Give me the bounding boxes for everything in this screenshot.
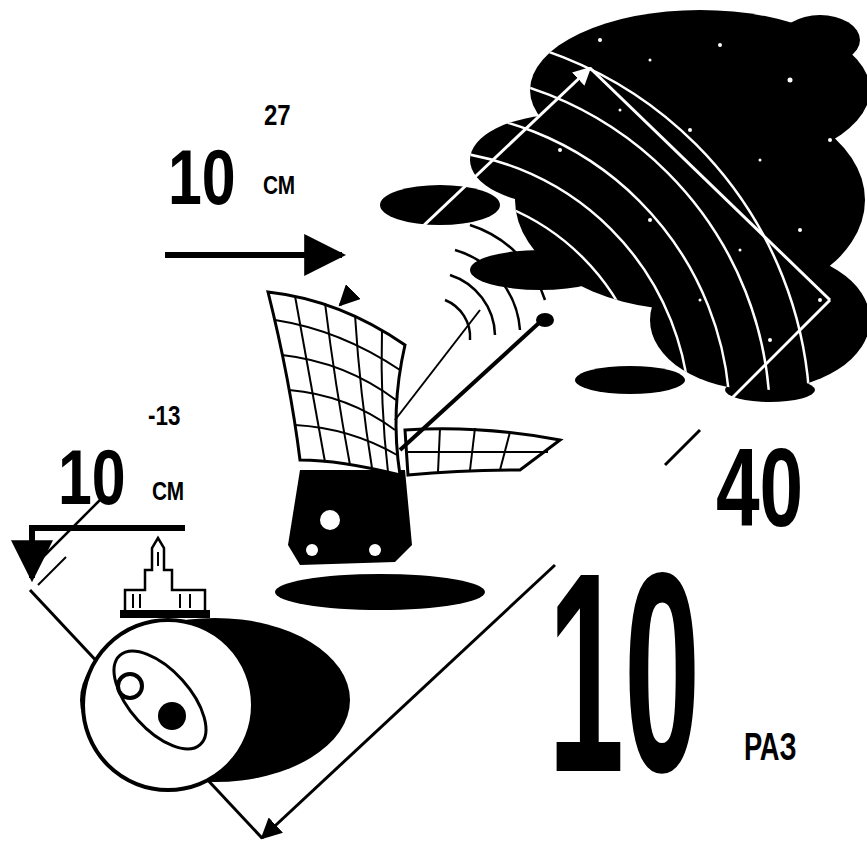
- star: [759, 159, 762, 162]
- star: [828, 138, 832, 142]
- window: [189, 594, 191, 608]
- dish-panel: [405, 429, 560, 475]
- ground-shadow: [275, 574, 485, 610]
- grid-line: [438, 428, 440, 472]
- star: [739, 249, 742, 252]
- building: [125, 538, 205, 612]
- atom: [80, 538, 350, 790]
- electron-orbit: [98, 635, 223, 764]
- star: [688, 128, 692, 132]
- dish-panel: [268, 292, 405, 475]
- exponent-label: 27: [264, 100, 291, 130]
- mount-wheel: [369, 544, 381, 556]
- building-windows: [133, 552, 190, 608]
- galaxy-cloud: [30, 10, 867, 810]
- number-label: 10: [548, 530, 700, 815]
- exponent-label: -13: [148, 402, 180, 430]
- unit-label: СМ: [152, 478, 184, 504]
- grid-line: [325, 303, 350, 465]
- star: [818, 298, 822, 302]
- bracket-line: [665, 430, 700, 465]
- mount-wheel: [320, 510, 340, 530]
- star: [718, 43, 722, 47]
- number-label: 10: [168, 138, 236, 216]
- window: [139, 594, 141, 608]
- bracket-line: [590, 68, 830, 300]
- grid-line: [355, 315, 372, 468]
- pointer-arrow: [165, 252, 342, 258]
- star: [649, 59, 652, 62]
- dish-grid: [408, 428, 548, 472]
- wave-arc: [445, 300, 470, 340]
- window: [179, 594, 181, 608]
- star: [788, 78, 793, 83]
- electron: [118, 674, 142, 698]
- grid-line: [382, 330, 388, 472]
- star: [768, 338, 772, 342]
- feed-arm: [395, 310, 480, 420]
- wave-arc: [455, 250, 520, 330]
- grid-line: [470, 428, 475, 470]
- nucleus: [158, 702, 186, 730]
- grid-line: [295, 296, 325, 462]
- exponent-label: 40: [716, 432, 803, 544]
- star: [699, 299, 702, 302]
- star: [798, 228, 802, 232]
- atom-shell: [83, 620, 253, 790]
- dimension-arrow: [340, 300, 345, 305]
- window: [132, 594, 134, 608]
- star: [598, 38, 602, 42]
- cloud-blob: [650, 250, 867, 390]
- radio-telescope: [268, 292, 560, 610]
- unit-label: РАЗ: [744, 728, 797, 766]
- star: [648, 218, 652, 222]
- cloud-blob: [575, 366, 685, 394]
- wave-arc: [470, 225, 545, 300]
- building-base: [120, 610, 210, 618]
- window: [157, 552, 159, 566]
- tick-line: [38, 557, 66, 585]
- dish-grid: [275, 296, 400, 472]
- feed-horn: [536, 313, 554, 327]
- unit-label: СМ: [263, 172, 295, 198]
- cloud-blob: [380, 185, 500, 225]
- star: [558, 148, 562, 152]
- telescope-mount: [288, 470, 412, 565]
- stars: [558, 38, 832, 342]
- mount-wheel: [306, 544, 318, 556]
- dimension-line: [345, 68, 590, 300]
- grid-line: [282, 355, 396, 400]
- number-label: 10: [58, 438, 126, 516]
- star: [619, 109, 622, 112]
- grid-line: [408, 451, 548, 453]
- radio-waves: [445, 225, 545, 340]
- wave-arc: [450, 275, 495, 335]
- cloud-blob: [780, 15, 860, 65]
